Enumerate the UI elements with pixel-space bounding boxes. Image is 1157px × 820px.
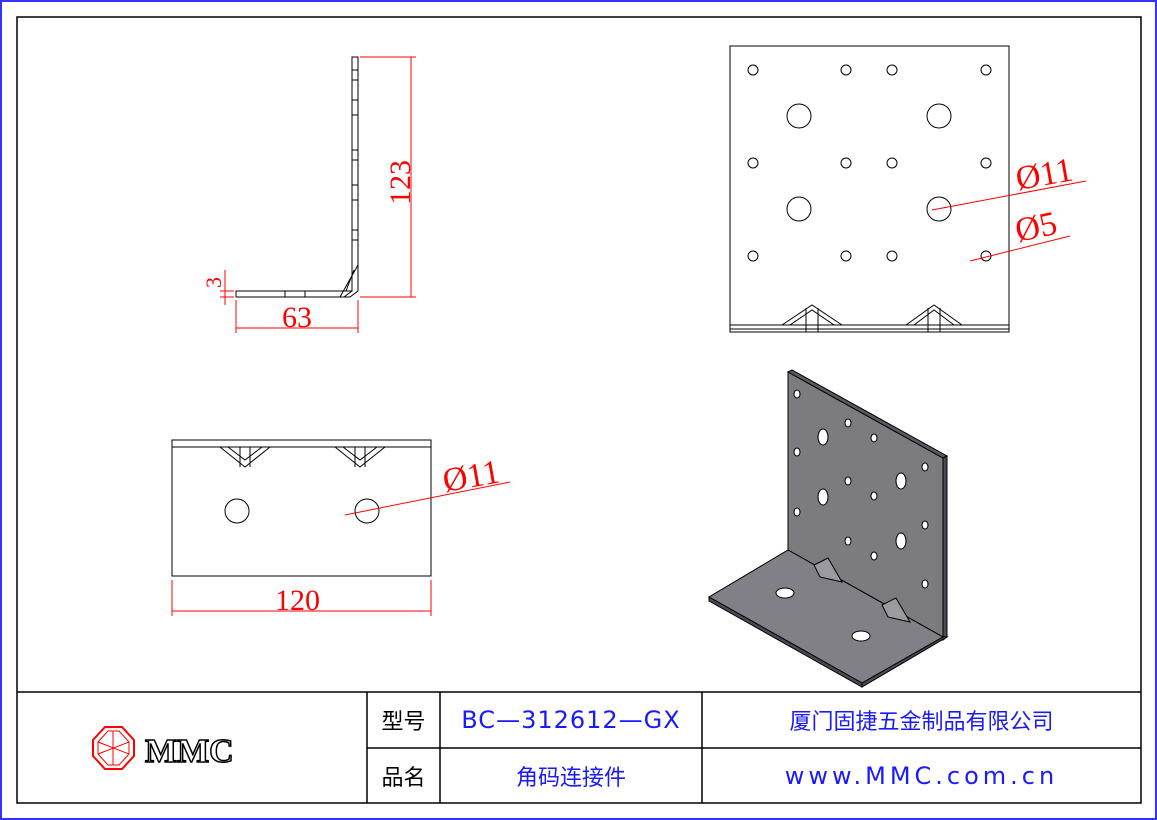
front-view [729, 45, 1087, 333]
name-value: 角码连接件 [515, 765, 626, 791]
side-view [220, 56, 416, 333]
model-label: 型号 [381, 710, 426, 735]
bottom-hole-dimension: Ø11 [440, 453, 503, 499]
bottom-view [171, 439, 511, 616]
isometric-view [708, 369, 949, 688]
width-dimension: 120 [275, 584, 320, 617]
svg-text:MMC: MMC [145, 733, 234, 770]
small-hole-dimension: Ø5 [1012, 205, 1060, 250]
name-label: 品名 [381, 765, 426, 791]
drawing-frame [16, 16, 1142, 804]
model-value: BC—312612—GX [461, 706, 681, 734]
height-dimension: 123 [384, 160, 417, 205]
thickness-dimension: 3 [201, 277, 226, 288]
company-name: 厦门固捷五金制品有限公司 [789, 710, 1054, 735]
title-block-grid [17, 691, 1141, 803]
large-hole-dimension: Ø11 [1013, 151, 1076, 197]
mmc-logo: MMC [92, 726, 235, 771]
length-dimension: 63 [282, 301, 312, 334]
small-holes [747, 64, 992, 262]
large-holes [786, 103, 952, 222]
website-link[interactable]: www.MMC.com.cn [784, 761, 1059, 790]
